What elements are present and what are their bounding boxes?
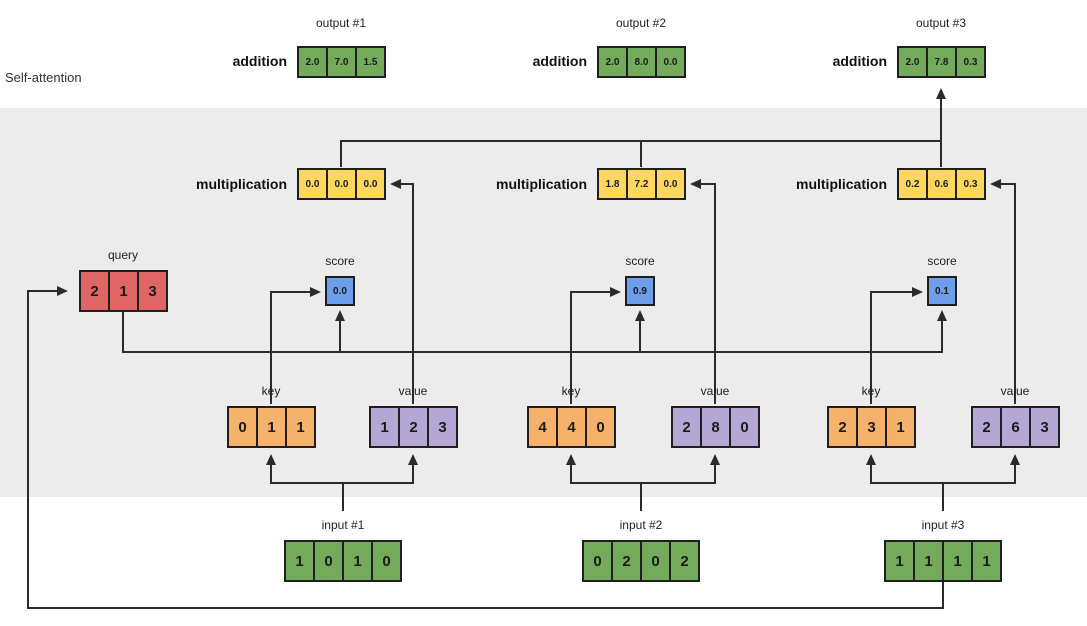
output-1-label: output #1 bbox=[315, 16, 367, 30]
key-2-label: key bbox=[561, 384, 581, 398]
matrix-cell: 7.8 bbox=[926, 46, 957, 78]
matrix-cell: 2 bbox=[398, 406, 429, 448]
matrix-cell: 1 bbox=[913, 540, 944, 582]
output-3-label: output #3 bbox=[915, 16, 967, 30]
multiplication-1-label: multiplication bbox=[196, 176, 287, 192]
matrix-cell: 0.0 bbox=[355, 168, 386, 200]
matrix-cell: 0 bbox=[227, 406, 258, 448]
matrix-cell: 4 bbox=[556, 406, 587, 448]
score-3-label: score bbox=[927, 254, 957, 268]
matrix-cell: 2 bbox=[611, 540, 642, 582]
key-2-vector: 4 4 0 bbox=[527, 406, 616, 448]
diagram-title: Self-attention bbox=[5, 70, 82, 85]
matrix-cell: 1 bbox=[285, 406, 316, 448]
matrix-cell: 1 bbox=[369, 406, 400, 448]
score-2-label: score bbox=[625, 254, 655, 268]
matrix-cell: 0.0 bbox=[326, 168, 357, 200]
multiplication-3-label: multiplication bbox=[796, 176, 887, 192]
matrix-cell: 1 bbox=[884, 540, 915, 582]
output-1-vector: 2.0 7.0 1.5 bbox=[297, 46, 386, 78]
score-1-value: 0.0 bbox=[325, 276, 355, 306]
matrix-cell: 1 bbox=[256, 406, 287, 448]
value-3-label: value bbox=[1000, 384, 1030, 398]
matrix-cell: 3 bbox=[1029, 406, 1060, 448]
matrix-cell: 0 bbox=[371, 540, 402, 582]
matrix-cell: 2 bbox=[79, 270, 110, 312]
matrix-cell: 8 bbox=[700, 406, 731, 448]
matrix-cell: 0.6 bbox=[926, 168, 957, 200]
input-2-label: input #2 bbox=[619, 518, 663, 532]
multiplication-2-vector: 1.8 7.2 0.0 bbox=[597, 168, 686, 200]
matrix-cell: 2 bbox=[669, 540, 700, 582]
value-2-vector: 2 8 0 bbox=[671, 406, 760, 448]
matrix-cell: 2.0 bbox=[297, 46, 328, 78]
matrix-cell: 3 bbox=[137, 270, 168, 312]
matrix-cell: 2 bbox=[671, 406, 702, 448]
query-vector: 2 1 3 bbox=[79, 270, 168, 312]
multiplication-1-vector: 0.0 0.0 0.0 bbox=[297, 168, 386, 200]
matrix-cell: 1.5 bbox=[355, 46, 386, 78]
matrix-cell: 2 bbox=[827, 406, 858, 448]
score-2-value: 0.9 bbox=[625, 276, 655, 306]
query-label: query bbox=[107, 248, 139, 262]
key-3-vector: 2 3 1 bbox=[827, 406, 916, 448]
matrix-cell: 0.0 bbox=[655, 46, 686, 78]
matrix-cell: 0 bbox=[729, 406, 760, 448]
multiplication-3-vector: 0.2 0.6 0.3 bbox=[897, 168, 986, 200]
matrix-cell: 0 bbox=[640, 540, 671, 582]
matrix-cell: 0.3 bbox=[955, 46, 986, 78]
output-3-vector: 2.0 7.8 0.3 bbox=[897, 46, 986, 78]
matrix-cell: 8.0 bbox=[626, 46, 657, 78]
matrix-cell: 0 bbox=[585, 406, 616, 448]
addition-3-label: addition bbox=[832, 53, 887, 69]
matrix-cell: 0.3 bbox=[955, 168, 986, 200]
score-3-value: 0.1 bbox=[927, 276, 957, 306]
addition-2-label: addition bbox=[532, 53, 587, 69]
input-3-label: input #3 bbox=[921, 518, 965, 532]
matrix-cell: 1 bbox=[942, 540, 973, 582]
output-2-label: output #2 bbox=[615, 16, 667, 30]
matrix-cell: 3 bbox=[427, 406, 458, 448]
matrix-cell: 6 bbox=[1000, 406, 1031, 448]
input-1-label: input #1 bbox=[321, 518, 365, 532]
input-3-vector: 1 1 1 1 bbox=[884, 540, 1002, 582]
value-1-label: value bbox=[398, 384, 428, 398]
matrix-cell: 1 bbox=[108, 270, 139, 312]
value-2-label: value bbox=[700, 384, 730, 398]
matrix-cell: 0 bbox=[582, 540, 613, 582]
input-1-vector: 1 0 1 0 bbox=[284, 540, 402, 582]
matrix-cell: 1.8 bbox=[597, 168, 628, 200]
input-2-vector: 0 2 0 2 bbox=[582, 540, 700, 582]
matrix-cell: 1 bbox=[971, 540, 1002, 582]
matrix-cell: 1 bbox=[342, 540, 373, 582]
matrix-cell: 2 bbox=[971, 406, 1002, 448]
key-1-vector: 0 1 1 bbox=[227, 406, 316, 448]
output-2-vector: 2.0 8.0 0.0 bbox=[597, 46, 686, 78]
score-1-label: score bbox=[325, 254, 355, 268]
matrix-cell: 2.0 bbox=[597, 46, 628, 78]
addition-1-label: addition bbox=[232, 53, 287, 69]
matrix-cell: 2.0 bbox=[897, 46, 928, 78]
key-3-label: key bbox=[861, 384, 881, 398]
matrix-cell: 7.0 bbox=[326, 46, 357, 78]
matrix-cell: 0.0 bbox=[655, 168, 686, 200]
matrix-cell: 4 bbox=[527, 406, 558, 448]
matrix-cell: 0 bbox=[313, 540, 344, 582]
multiplication-2-label: multiplication bbox=[496, 176, 587, 192]
key-1-label: key bbox=[261, 384, 281, 398]
matrix-cell: 7.2 bbox=[626, 168, 657, 200]
matrix-cell: 0.2 bbox=[897, 168, 928, 200]
value-3-vector: 2 6 3 bbox=[971, 406, 1060, 448]
value-1-vector: 1 2 3 bbox=[369, 406, 458, 448]
matrix-cell: 3 bbox=[856, 406, 887, 448]
matrix-cell: 0.0 bbox=[297, 168, 328, 200]
matrix-cell: 1 bbox=[284, 540, 315, 582]
matrix-cell: 1 bbox=[885, 406, 916, 448]
